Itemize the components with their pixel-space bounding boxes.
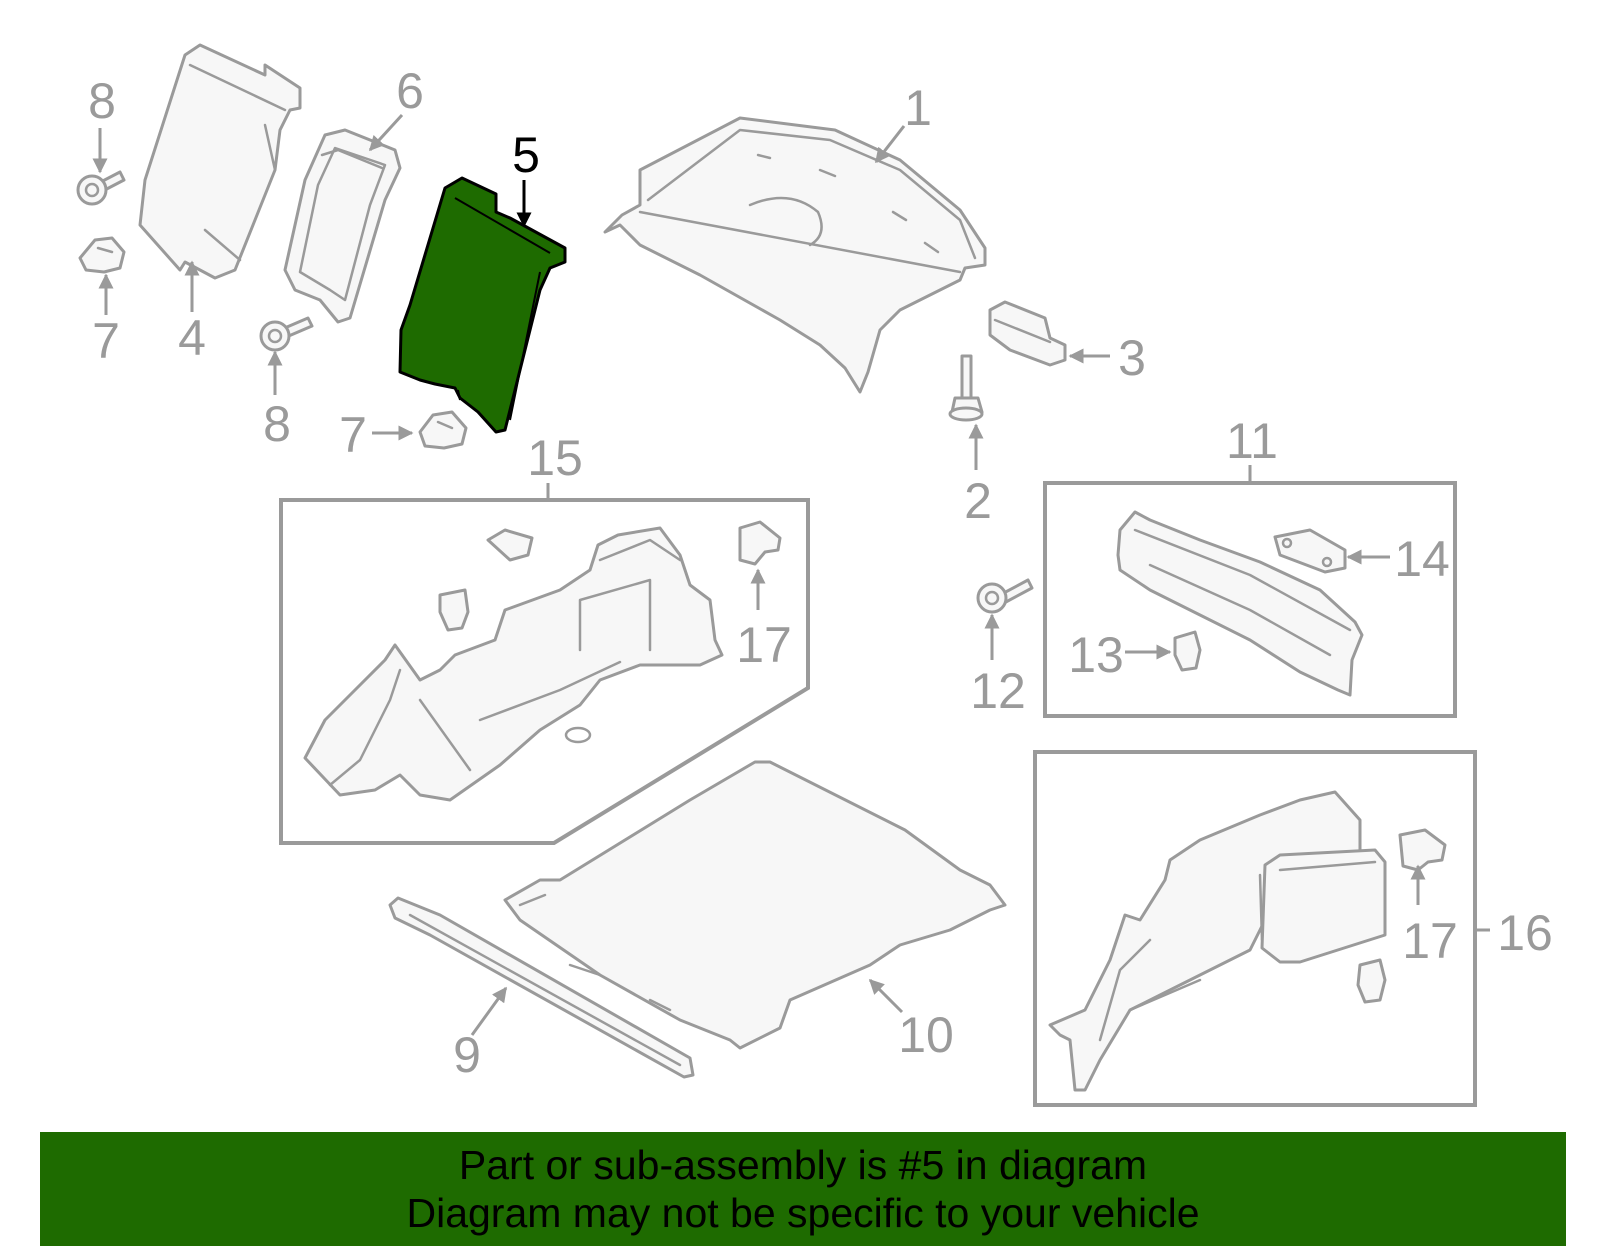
callout-7b: 7 <box>339 407 367 463</box>
callout-10: 10 <box>898 1007 954 1063</box>
callout-12: 12 <box>970 663 1026 719</box>
part-10-floor-mat <box>503 760 1007 1050</box>
callout-3: 3 <box>1118 330 1146 386</box>
assembly-15-box <box>279 498 810 845</box>
callout-6: 6 <box>396 63 424 119</box>
callout-1: 1 <box>904 80 932 136</box>
part-6-window-frame <box>283 128 402 324</box>
callout-17b: 17 <box>1402 913 1458 969</box>
part-7-clip-middle <box>418 410 468 450</box>
callout-9: 9 <box>453 1027 481 1083</box>
assembly-16-box <box>1033 750 1477 1107</box>
part-1-package-tray <box>603 116 987 394</box>
callout-5: 5 <box>512 127 540 183</box>
callout-17a: 17 <box>736 617 792 673</box>
callout-8a: 8 <box>88 73 116 129</box>
leader-lines <box>92 113 1490 1036</box>
part-12-screw <box>976 578 1034 614</box>
callout-11: 11 <box>1226 413 1278 469</box>
callout-14: 14 <box>1394 531 1450 587</box>
footer-line-1: Part or sub-assembly is #5 in diagram <box>458 1142 1148 1188</box>
part-8-screw-middle <box>259 316 314 352</box>
footer-banner: Part or sub-assembly is #5 in diagram Di… <box>40 1132 1566 1246</box>
part-2-bolt <box>948 354 984 422</box>
part-8-screw-top <box>76 170 126 206</box>
footer-line-2: Diagram may not be specific to your vehi… <box>406 1190 1200 1236</box>
part-3-bracket <box>988 300 1067 367</box>
part-5-highlighted-panel <box>398 176 567 434</box>
callout-16: 16 <box>1497 905 1553 961</box>
callout-7a: 7 <box>92 313 120 369</box>
callout-15: 15 <box>527 430 583 486</box>
part-9-scuff-plate <box>388 896 695 1079</box>
callout-8b: 8 <box>263 396 291 452</box>
part-7-clip-top <box>78 236 126 274</box>
callout-labels: 1 2 3 4 5 6 7 7 8 8 9 10 11 12 13 14 15 … <box>88 63 1553 1083</box>
callout-2: 2 <box>964 473 992 529</box>
callout-4: 4 <box>178 310 206 366</box>
part-4-trim-panel <box>138 43 302 280</box>
callout-13: 13 <box>1068 627 1124 683</box>
